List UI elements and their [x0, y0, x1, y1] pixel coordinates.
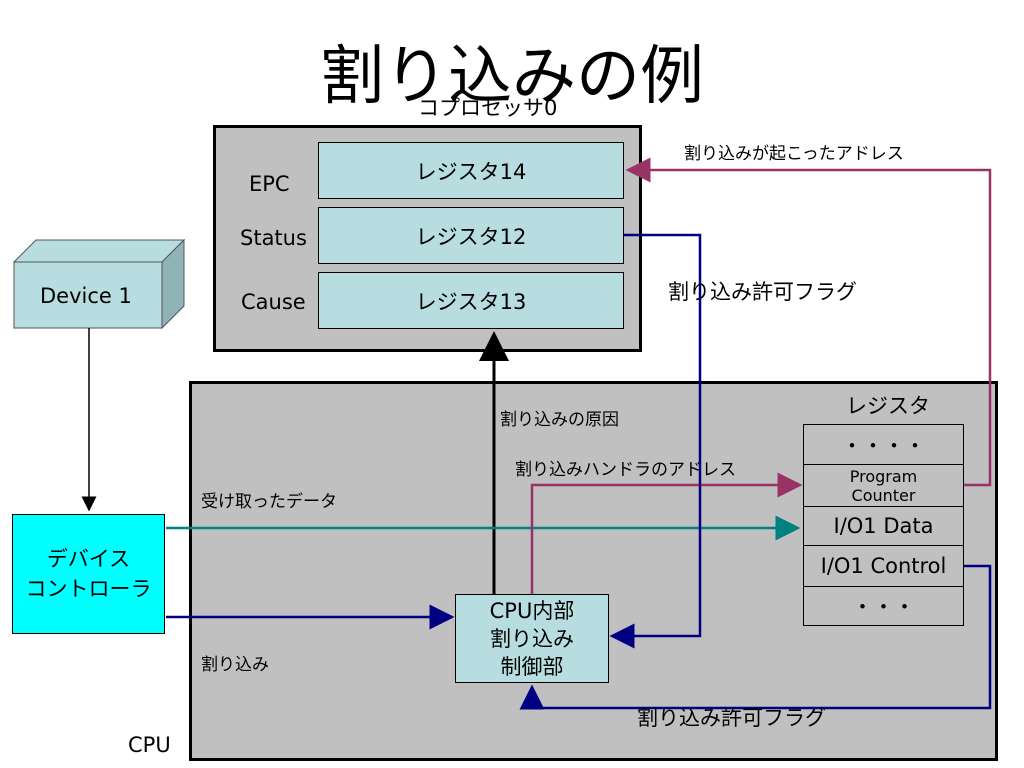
cpu-label: CPU — [128, 733, 171, 757]
register-name-cause: Cause — [241, 290, 306, 314]
interrupt-address-arrow — [625, 157, 992, 487]
register-12: レジスタ12 — [318, 207, 624, 264]
io1-control-label: I/O1 Control — [820, 554, 947, 578]
register-stack-dots-bottom-label: ・・・ — [852, 595, 915, 619]
register-13-label: レジスタ13 — [415, 289, 527, 314]
enable-flag-arrow-bottom — [519, 564, 992, 710]
interrupt-control-unit: CPU内部 割り込み 制御部 — [455, 594, 609, 683]
register-stack-dots-top-label: ・・・・ — [841, 433, 926, 458]
register-io1-control: I/O1 Control — [803, 545, 964, 587]
annotation-received-data: 受け取ったデータ — [201, 492, 337, 512]
register-14: レジスタ14 — [318, 142, 624, 199]
annotation-interrupt-cause: 割り込みの原因 — [500, 410, 619, 430]
annotation-interrupt-address: 割り込みが起こったアドレス — [684, 144, 904, 164]
annotation-enable-flag-bottom: 割り込み許可フラグ — [637, 706, 826, 730]
handler-address-arrow — [530, 472, 803, 594]
coprocessor-label: コプロセッサ0 — [418, 96, 558, 120]
program-counter-label: Program Counter — [849, 466, 918, 505]
device-1-label: Device 1 — [40, 284, 132, 308]
annotation-interrupt: 割り込み — [201, 655, 269, 675]
device-1-box — [12, 238, 186, 330]
register-13: レジスタ13 — [318, 272, 624, 329]
control-unit-line2: 割り込み — [490, 626, 574, 651]
page-title: 割り込みの例 — [320, 40, 704, 114]
device-controller-line2: コントローラ — [25, 577, 152, 601]
enable-flag-arrow-top — [609, 233, 702, 649]
register-name-status: Status — [240, 226, 307, 250]
device-controller-line1: デバイス — [46, 547, 131, 571]
register-name-epc: EPC — [249, 172, 290, 196]
register-program-counter: Program Counter — [803, 464, 964, 507]
control-unit-line3: 制御部 — [500, 654, 564, 679]
io1-data-label: I/O1 Data — [833, 514, 934, 538]
register-14-label: レジスタ14 — [415, 159, 527, 184]
register-stack-row-dots-bottom: ・・・ — [803, 586, 964, 626]
register-12-label: レジスタ12 — [415, 224, 527, 249]
annotation-enable-flag: 割り込み許可フラグ — [668, 280, 857, 304]
register-io1-data: I/O1 Data — [803, 506, 964, 546]
device-controller: デバイス コントローラ — [12, 514, 165, 634]
annotation-handler-address: 割り込みハンドラのアドレス — [515, 460, 736, 480]
control-unit-line1: CPU内部 — [489, 598, 575, 623]
register-stack-header: レジスタ — [846, 394, 930, 418]
